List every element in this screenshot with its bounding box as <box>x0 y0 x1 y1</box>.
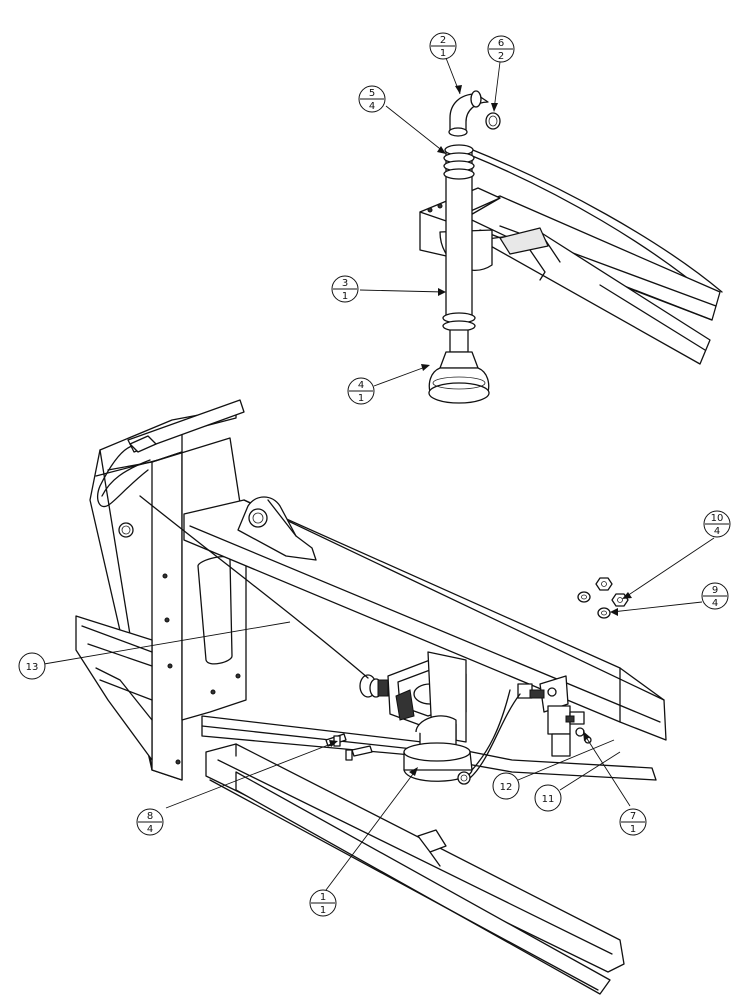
callout-9-4: 9 4 <box>701 582 729 610</box>
callout-4-1: 4 1 <box>347 377 375 405</box>
svg-text:10: 10 <box>711 513 724 524</box>
washer-icon <box>597 607 611 619</box>
svg-text:9: 9 <box>712 585 718 596</box>
svg-text:1: 1 <box>440 48 446 59</box>
callout-1-1: 1 1 <box>309 889 337 917</box>
svg-text:3: 3 <box>342 278 348 289</box>
label-11: 11 <box>534 784 562 812</box>
svg-text:4: 4 <box>369 101 375 112</box>
washer-icon <box>577 591 591 603</box>
lower-boom-assembly <box>75 399 667 995</box>
callout-8-4: 8 4 <box>136 808 164 836</box>
upper-boom-assembly <box>419 90 723 404</box>
svg-text:1: 1 <box>342 291 348 302</box>
svg-text:2: 2 <box>440 35 446 46</box>
svg-text:2: 2 <box>498 51 504 62</box>
label-12: 12 <box>492 772 520 800</box>
svg-text:13: 13 <box>26 662 39 673</box>
svg-text:6: 6 <box>498 38 504 49</box>
svg-text:7: 7 <box>630 811 636 822</box>
label-13: 13 <box>18 652 46 680</box>
svg-text:12: 12 <box>500 782 513 793</box>
svg-text:1: 1 <box>630 824 636 835</box>
callout-6-2: 6 2 <box>487 35 515 63</box>
hex-nut-icon <box>595 577 613 591</box>
svg-text:4: 4 <box>358 380 364 391</box>
svg-text:8: 8 <box>147 811 153 822</box>
leader-lines <box>43 57 715 891</box>
svg-text:4: 4 <box>147 824 153 835</box>
svg-text:11: 11 <box>542 794 555 805</box>
callout-10-4: 10 4 <box>703 510 731 538</box>
callout-5-4: 5 4 <box>358 85 386 113</box>
callout-3-1: 3 1 <box>331 275 359 303</box>
svg-text:4: 4 <box>712 598 718 609</box>
svg-text:1: 1 <box>320 905 326 916</box>
callout-7-1: 7 1 <box>619 808 647 836</box>
svg-text:1: 1 <box>320 892 326 903</box>
svg-text:1: 1 <box>358 393 364 404</box>
callout-2-1: 2 1 <box>429 32 457 60</box>
svg-text:4: 4 <box>714 526 720 537</box>
svg-text:5: 5 <box>369 88 375 99</box>
